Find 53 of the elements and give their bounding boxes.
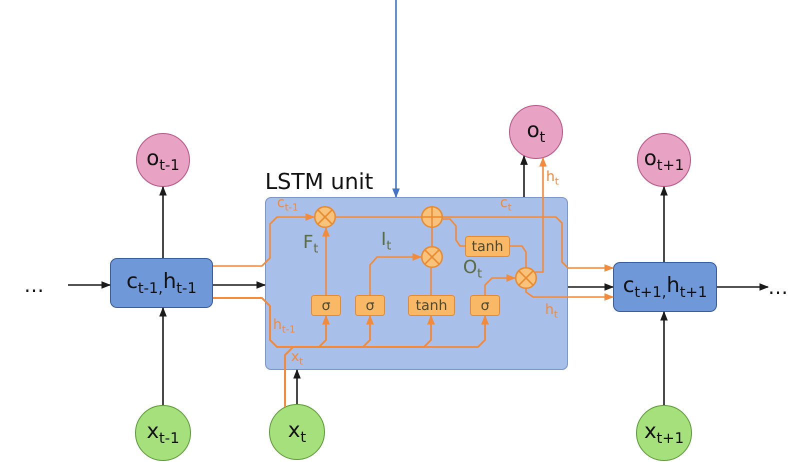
add-circle <box>421 206 443 228</box>
ellipsis: … <box>24 274 68 296</box>
arrow <box>322 227 330 295</box>
gate-label: O$_{t}$ <box>463 258 482 280</box>
signal-label: c$_{t-1}$ <box>277 196 298 214</box>
output-circle: o$_{t-1}$ <box>136 133 190 187</box>
arrow <box>660 186 668 262</box>
multiply-circle <box>421 246 443 268</box>
arrow <box>525 289 614 301</box>
arrow <box>159 186 167 258</box>
connector-line <box>431 228 433 246</box>
output-circle: o$_{t+1}$ <box>637 133 691 187</box>
arrow <box>68 281 111 289</box>
gate-label: F$_{t}$ <box>303 233 318 256</box>
activation-box: σ <box>355 295 385 316</box>
state-box: c$_{t+1,}$h$_{t+1}$ <box>613 262 717 312</box>
connector-line <box>336 216 421 218</box>
arrow <box>443 216 614 272</box>
arrow <box>520 155 528 197</box>
arrow <box>392 0 400 198</box>
arrow <box>484 274 516 295</box>
activation-box: σ <box>311 295 341 316</box>
input-circle: x$_{t+1}$ <box>636 405 692 461</box>
arrow <box>293 369 301 404</box>
arrow <box>660 311 668 405</box>
signal-label: c$_{t}$ <box>500 196 512 214</box>
activation-box: tanh <box>408 295 455 316</box>
gate-label: I$_{t}$ <box>381 230 392 252</box>
arrow <box>213 281 266 289</box>
input-circle: x$_{t}$ <box>269 404 325 460</box>
connector-line <box>430 268 432 295</box>
ellipsis: … <box>768 276 798 298</box>
connector-line <box>510 245 527 267</box>
unit-heading: LSTM unit <box>265 170 374 196</box>
arrow <box>717 283 769 291</box>
signal-label: h$_{t}$ <box>545 303 558 322</box>
signal-label: h$_{t}$ <box>546 170 559 188</box>
connector-line <box>442 218 465 247</box>
activation-box: σ <box>470 295 500 316</box>
activation-box: tanh <box>465 236 510 257</box>
signal-label: h$_{t-1}$ <box>273 318 296 336</box>
signal-label: x$_{t}$ <box>291 350 304 368</box>
arrow <box>213 213 315 267</box>
input-circle: x$_{t-1}$ <box>135 405 191 461</box>
arrow <box>535 157 547 273</box>
state-box: c$_{t-1,}$h$_{t-1}$ <box>110 258 213 308</box>
arrow <box>284 315 489 407</box>
multiply-circle <box>515 267 537 289</box>
arrow <box>159 307 167 405</box>
output-circle: o$_{t}$ <box>509 105 563 159</box>
arrow <box>568 283 614 291</box>
arrow <box>369 253 422 295</box>
multiply-circle <box>314 206 336 228</box>
